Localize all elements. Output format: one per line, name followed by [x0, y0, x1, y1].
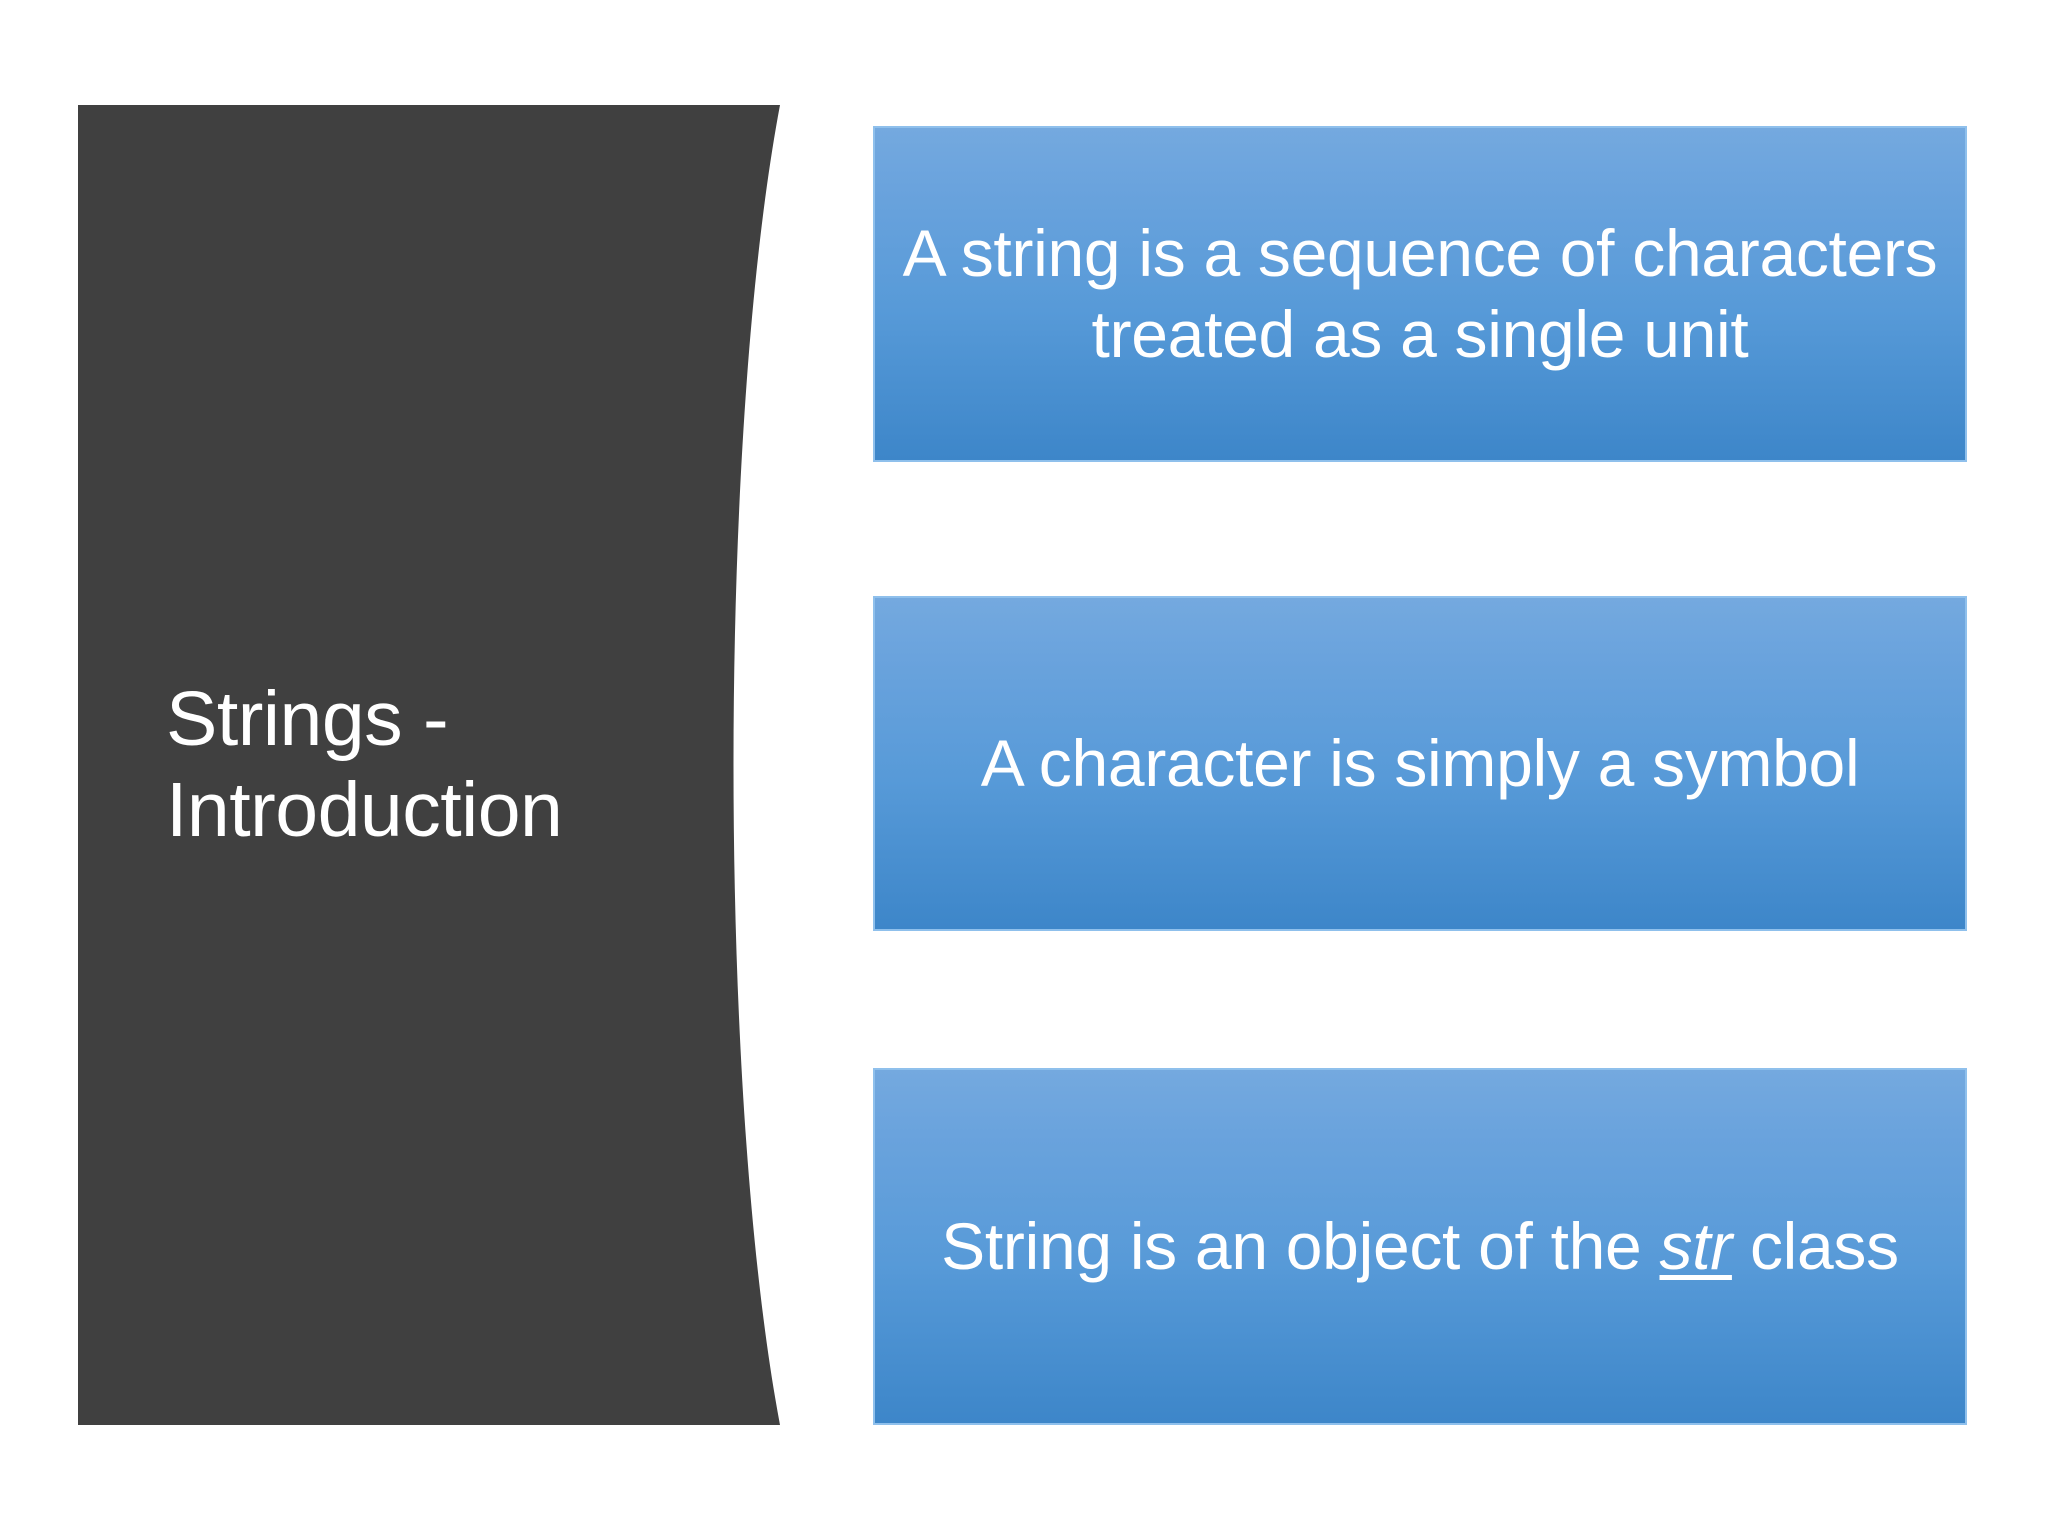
content-box-2: A character is simply a symbol	[873, 596, 1967, 931]
page-title: Strings - Introduction	[166, 676, 563, 853]
curved-panel-shape	[78, 105, 780, 1425]
title-panel: Strings - Introduction	[78, 105, 784, 1425]
content-box-2-text: A character is simply a symbol	[980, 726, 1860, 801]
content-box-1: A string is a sequence of characters tre…	[873, 126, 1967, 462]
content-box-3-text-before: String is an object of the	[941, 1209, 1660, 1284]
content-box-1-text: A string is a sequence of characters tre…	[902, 216, 1938, 371]
content-box-3-text-after: class	[1731, 1209, 1899, 1284]
content-box-3-text: String is an object of the str class	[901, 1206, 1939, 1287]
content-box-3-emphasis-str: str	[1659, 1209, 1733, 1284]
content-box-3: String is an object of the str class	[873, 1068, 1967, 1425]
